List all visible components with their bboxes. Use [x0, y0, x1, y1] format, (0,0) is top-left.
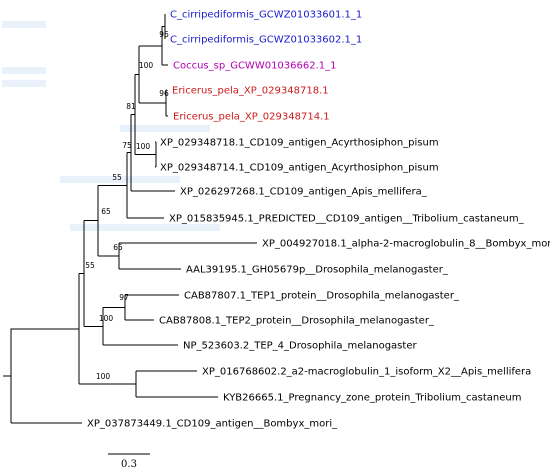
leaf-label-l12: CAB87807.1_TEP1_protein__Drosophila_mela… — [184, 291, 460, 302]
support-value-n4: 100 — [139, 61, 154, 70]
leaf-label-l11: AAL39195.1_GH05679p__Drosophila_melanoga… — [186, 265, 449, 276]
support-value-n6: 100 — [136, 142, 151, 151]
ghost-mark-1 — [2, 21, 46, 28]
support-value-n5: 81 — [126, 102, 136, 111]
support-value-n9: 65 — [113, 243, 123, 252]
support-value-n3: 96 — [159, 89, 169, 98]
ghost-mark-5 — [60, 176, 180, 183]
leaf-label-l14: NP_523603.2_TEP_4_Drosophila_melanogaste… — [183, 341, 417, 352]
support-value-n10: 65 — [101, 207, 111, 216]
leaf-label-l15: XP_016768602.2_a2-macroglobulin_1_isofor… — [202, 367, 531, 378]
scale-bar-label: 0.3 — [121, 459, 137, 470]
leaf-label-l13: CAB87808.1_TEP2_protein__Drosophila_mela… — [159, 316, 435, 327]
leaf-label-l17: XP_037873449.1_CD109_antigen__Bombyx_mor… — [87, 419, 338, 430]
ghost-mark-4 — [120, 125, 210, 132]
support-value-n11: 97 — [119, 293, 129, 302]
leaf-label-l8: XP_026297268.1_CD109_antigen_Apis_mellif… — [180, 187, 428, 198]
support-value-n14: 100 — [96, 372, 111, 381]
ghost-mark-3 — [2, 80, 46, 87]
leaf-label-l2: C_cirripediformis_GCWZ01033602.1_1 — [170, 35, 362, 46]
leaf-label-l1: C_cirripediformis_GCWZ01033601.1_1 — [170, 10, 362, 21]
faint-background-labels — [2, 21, 220, 231]
leaf-label-l3: Coccus_sp_GCWW01036662.1_1 — [173, 61, 337, 72]
support-value-n13: 55 — [85, 261, 95, 270]
leaf-label-l10: XP_004927018.1_alpha-2-macroglobulin_8__… — [262, 239, 550, 250]
ghost-mark-6 — [70, 224, 220, 231]
leaf-label-l9: XP_015835945.1_PREDICTED__CD109_antigen_… — [169, 214, 525, 225]
leaf-label-l16: KYB26665.1_Pregnancy_zone_protein_Tribol… — [223, 393, 521, 404]
support-value-n12: 100 — [99, 314, 114, 323]
support-value-n8: 55 — [112, 173, 122, 182]
leaf-label-l4: Ericerus_pela_XP_029348718.1 — [172, 86, 329, 97]
leaf-labels: C_cirripediformis_GCWZ01033601.1_1C_cirr… — [87, 10, 550, 430]
leaf-label-l5: Ericerus_pela_XP_029348714.1 — [173, 112, 330, 123]
support-value-n7: 75 — [122, 141, 132, 150]
support-values: 96 96 100 81 100 75 55 65 65 97 100 55 100 — [85, 30, 169, 381]
tree-branches — [3, 14, 257, 424]
scale-bar: 0.3 — [108, 453, 150, 470]
leaf-label-l7: XP_029348714.1_CD109_antigen_Acyrthosiph… — [160, 163, 439, 174]
leaf-label-l6: XP_029348718.1_CD109_antigen_Acyrthosiph… — [160, 138, 439, 149]
support-value-n1: 96 — [159, 30, 169, 39]
ghost-mark-2 — [2, 67, 46, 74]
